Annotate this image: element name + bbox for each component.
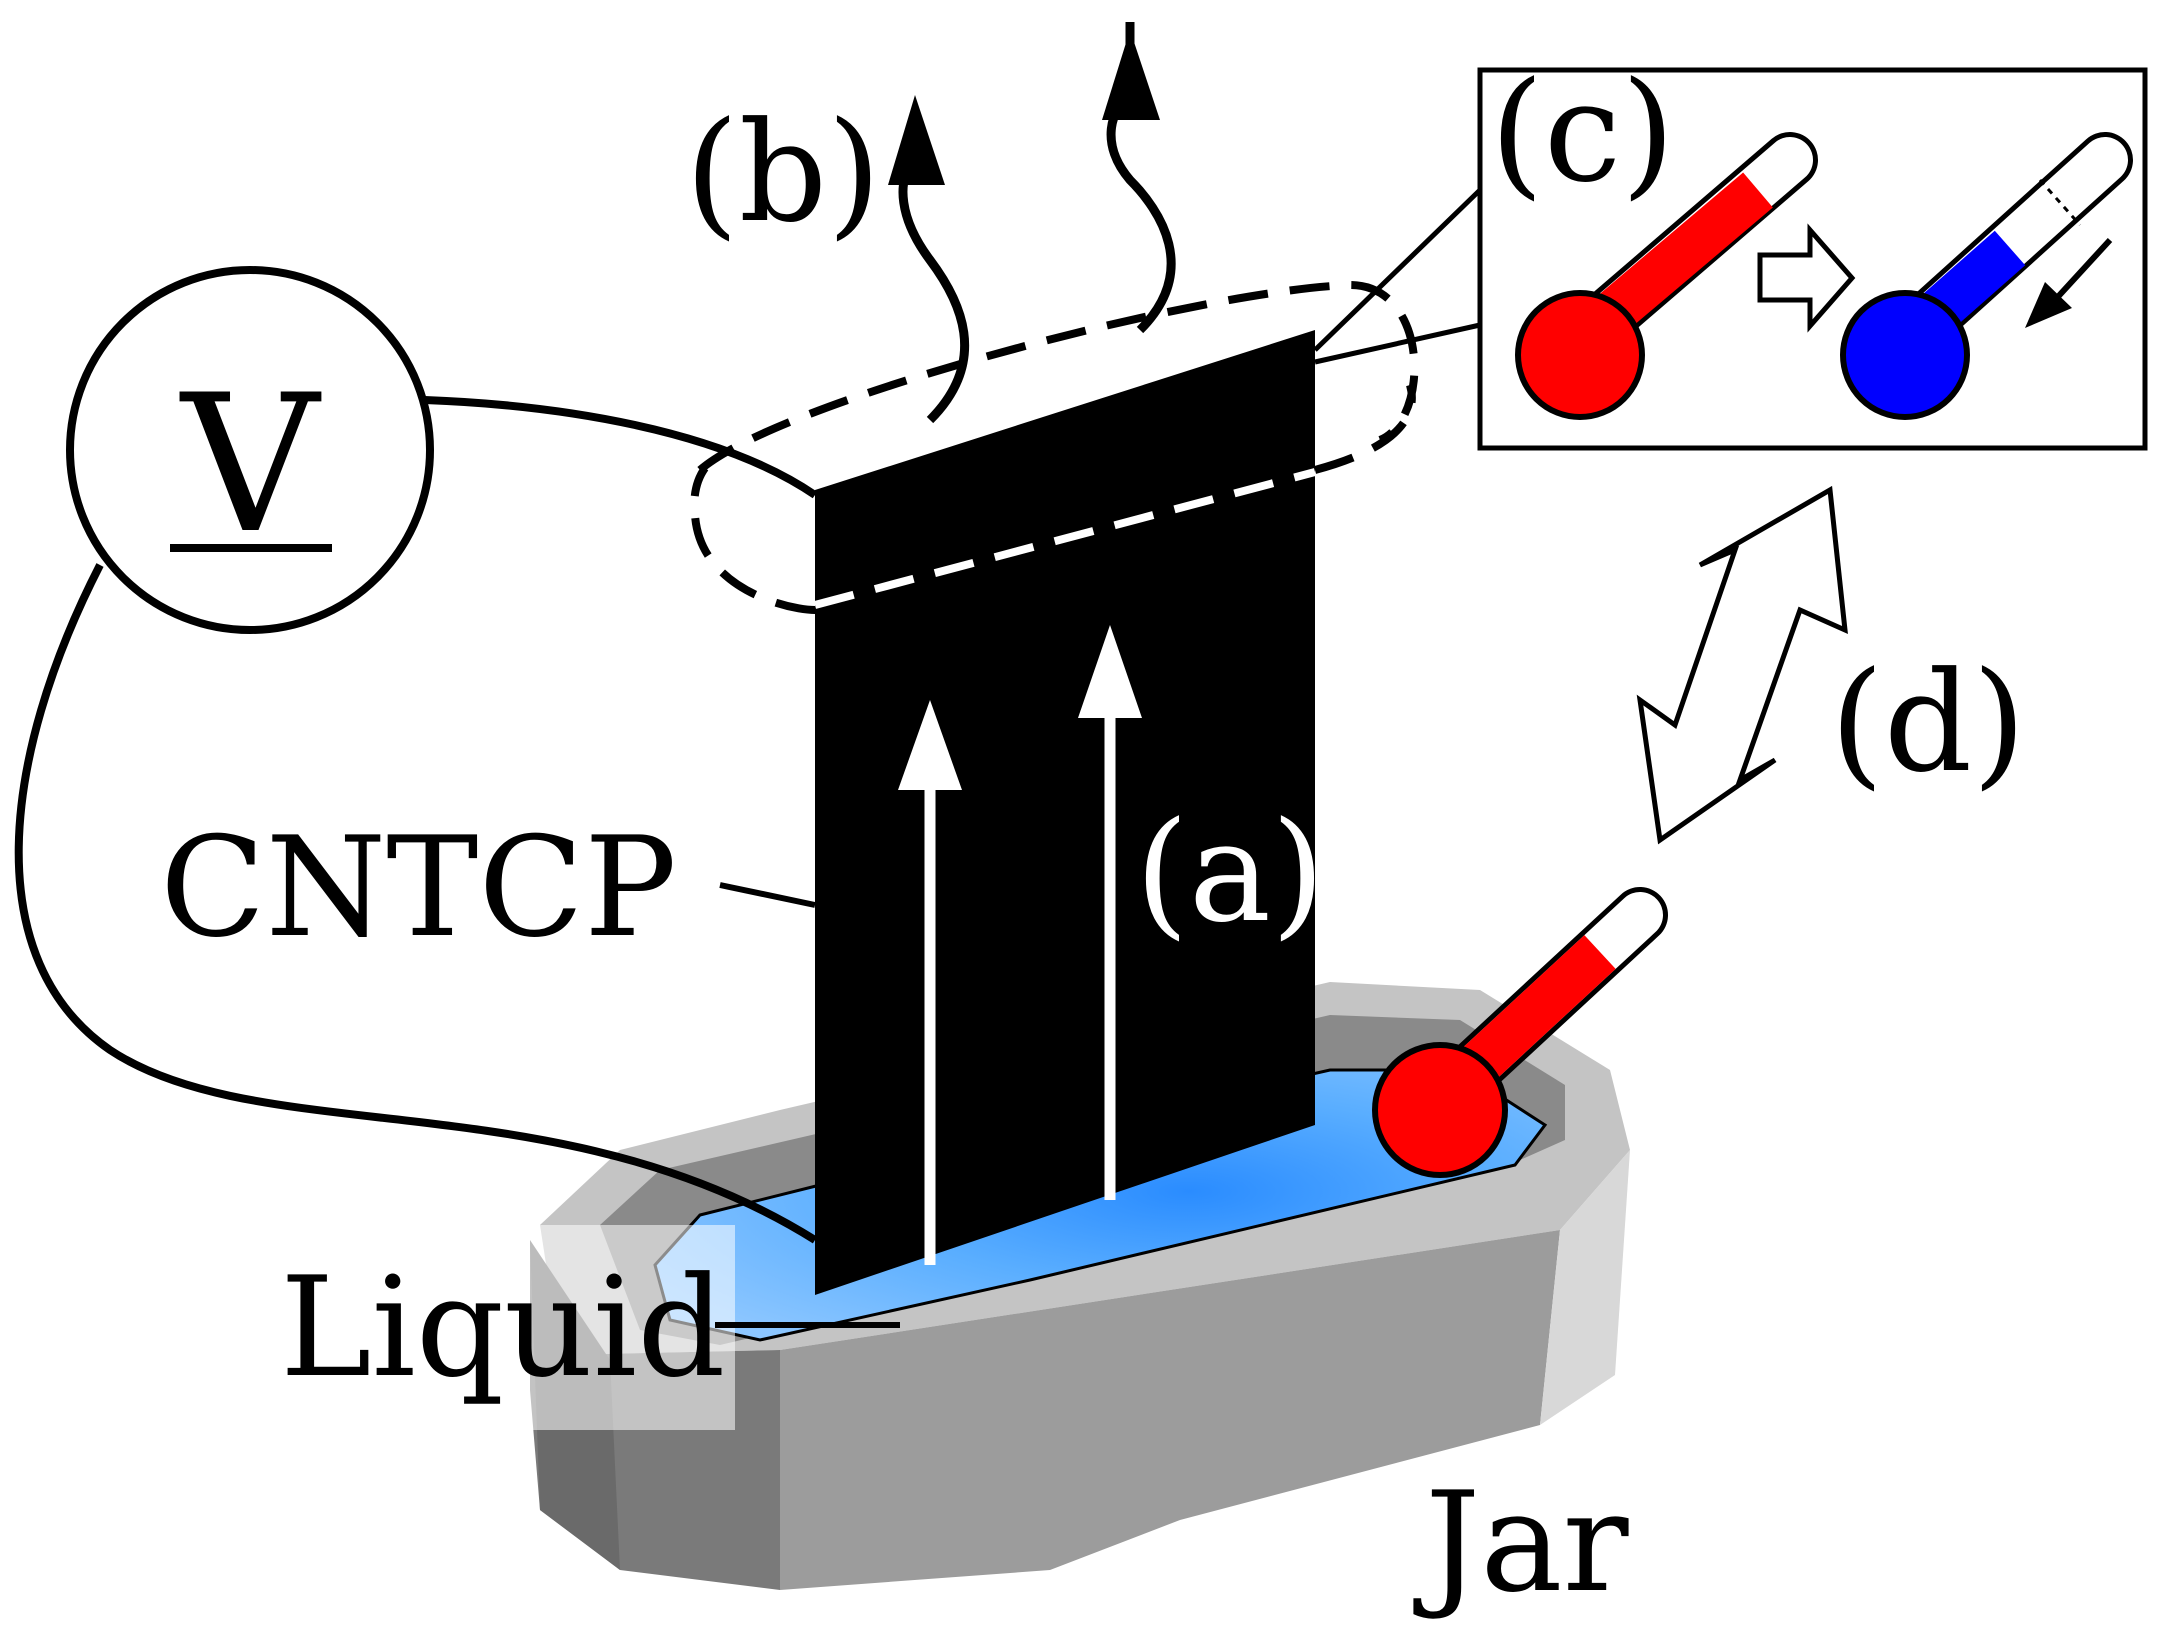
label-c: (c) [1490,52,1675,213]
cooling-arrow [2052,237,2113,303]
voltmeter-label: V [179,354,321,575]
heating-zone-ellipse-front-left [690,465,816,614]
label-a: (a) [1135,792,1325,953]
wire-bottom [14,563,818,1244]
wire-top [424,396,818,499]
label-jar: Jar [1413,1462,1629,1623]
capillary-arrowhead-left [898,700,962,790]
heating-zone-ellipse-back [697,280,1419,474]
cooling-inset [1477,67,2148,451]
label-d: (d) [1830,642,2026,803]
evaporation-arrowhead-right [1102,30,1160,120]
thermometer-hot-icon [1515,132,1818,420]
evaporation-arrow-left [898,156,970,424]
evaporation-arrow-right [1106,91,1176,334]
label-cntcp: CNTCP [160,807,677,968]
evaporation-arrowhead-left [888,95,945,185]
heating-zone-ellipse-front-right [1313,383,1416,474]
thermometer-liquid-icon [1372,887,1668,1178]
label-liquid: Liquid [280,1247,725,1408]
double-arrow-icon [1636,485,1848,845]
circuit-wire [14,396,818,1244]
thermometer-cold-icon [1840,132,2133,420]
transition-arrow-icon [1757,223,1856,333]
cooling-arrowhead [2025,282,2072,328]
cntcp-leader [719,882,816,908]
capillary-arrows [898,625,1142,1265]
callout-lines [1313,188,1482,365]
heating-zone-ellipse-front-film [813,468,1317,609]
voltmeter-icon: V [66,266,434,634]
jar-right [1540,1150,1630,1425]
jar-front [780,1230,1560,1590]
liquid-label-backdrop [530,1225,735,1430]
label-b: (b) [685,92,881,253]
capillary-arrowhead-right [1078,625,1142,718]
